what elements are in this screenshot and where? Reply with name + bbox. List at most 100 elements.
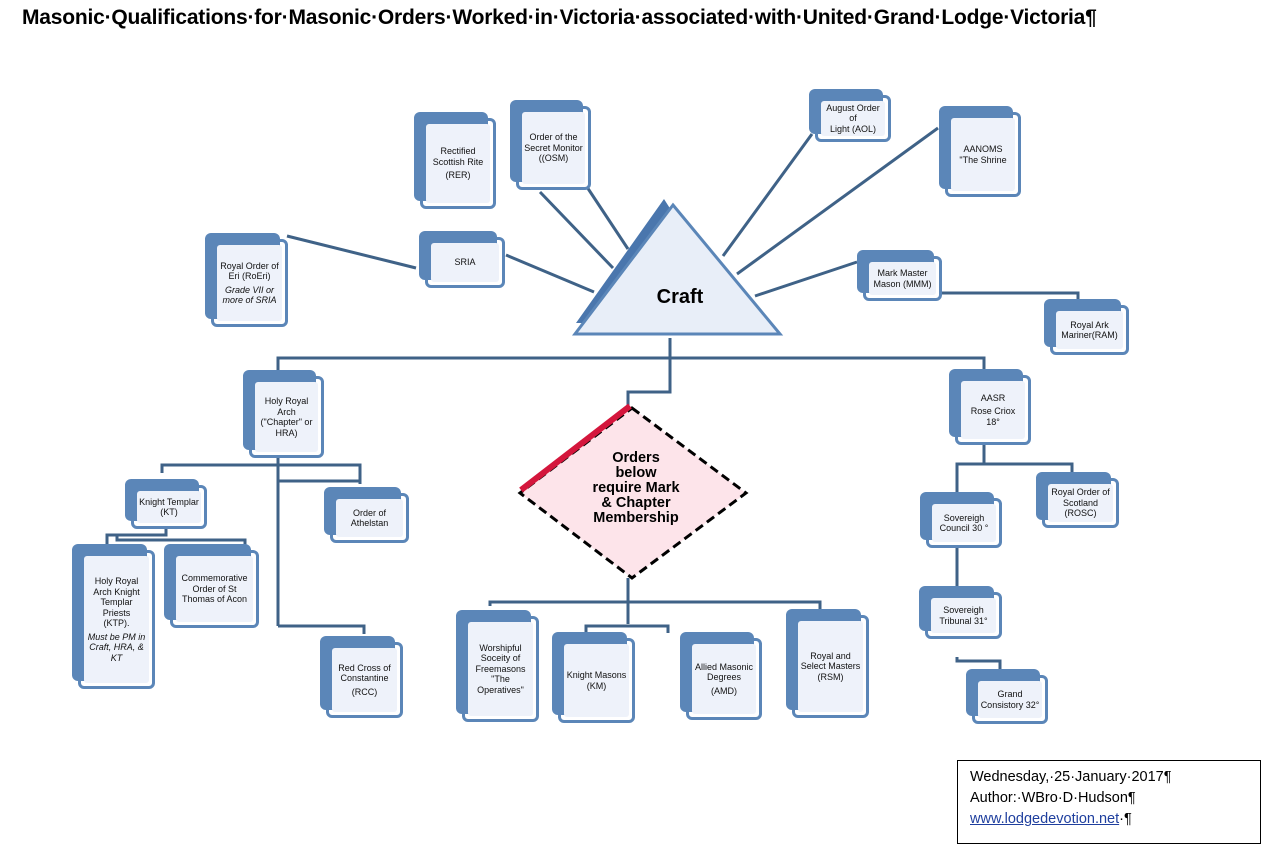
box-text-line: Royal Order of bbox=[1051, 487, 1110, 498]
box-text-line: Secret Monitor bbox=[524, 142, 583, 153]
footer-date: Wednesday,·25·January·2017¶ bbox=[970, 769, 1172, 785]
box-text-line: "The Shrine bbox=[959, 154, 1007, 165]
box-text-line: Craft, HRA, & bbox=[89, 642, 144, 652]
box-text-line: Red Cross of bbox=[338, 662, 391, 673]
box-text-line: Operatives" bbox=[477, 684, 524, 695]
box-text-line: Arch bbox=[277, 406, 296, 417]
box-text-line: AANOMS bbox=[963, 144, 1003, 154]
box-text-line: Order of bbox=[352, 507, 386, 518]
diamond-label: Orders below require Mark & Chapter Memb… bbox=[573, 451, 699, 526]
box-text-line: Holy Royal bbox=[94, 576, 139, 586]
box-text-line: Rose Criox 18° bbox=[970, 406, 1016, 427]
box-sria: SRIA bbox=[419, 231, 505, 288]
box-text-line: Thomas of Acon bbox=[181, 594, 248, 605]
box-text-line: Sovereigh bbox=[943, 512, 985, 523]
box-text-line: Grade VII or bbox=[224, 284, 275, 295]
box-text-line: Grand bbox=[997, 689, 1023, 699]
box-text-line: SRIA bbox=[454, 257, 476, 268]
box-text-line: Soceity of bbox=[480, 653, 521, 664]
box-text-line: Scottish Rite bbox=[432, 156, 484, 167]
box-text-line: ((OSM) bbox=[538, 153, 569, 164]
box-text-line: (KTP). bbox=[103, 618, 130, 628]
box-text-line: (KT) bbox=[160, 507, 178, 517]
craft-label: Craft bbox=[656, 286, 704, 308]
box-text-line: Rectified bbox=[440, 146, 476, 157]
box-text-line: Tribunal 31° bbox=[939, 615, 988, 626]
box-text-line: Sovereigh bbox=[943, 605, 984, 615]
box-text-line: Mariner(RAM) bbox=[1061, 330, 1118, 340]
box-text-line: (RSM) bbox=[817, 671, 844, 682]
box-text-line: Arch Knight bbox=[93, 586, 140, 597]
box-text-line: Consistory 32° bbox=[980, 699, 1040, 710]
diamond-line: & Chapter bbox=[601, 495, 671, 511]
box-text-line: Constantine bbox=[340, 673, 389, 684]
box-text-line: Athelstan bbox=[350, 518, 389, 528]
box-text-line: Order of the bbox=[529, 132, 578, 143]
box-text-line: Templar Priests bbox=[100, 597, 133, 618]
box-text-line: more of SRIA bbox=[222, 295, 277, 305]
footer-info-box: Wednesday,·25·January·2017¶ Author:·WBro… bbox=[957, 760, 1261, 844]
box-text-line: Knight Masons bbox=[566, 670, 627, 680]
box-text-line: Knight Templar bbox=[139, 496, 199, 507]
box-text-line: Light (AOL) bbox=[829, 123, 877, 134]
box-text-line: (ROSC) bbox=[1064, 508, 1097, 519]
box-text-line: Mason (MMM) bbox=[873, 278, 932, 289]
box-text-line: Royal and bbox=[810, 650, 851, 661]
box-text-line: August Order of bbox=[826, 102, 880, 124]
box-text-line: (RCC) bbox=[351, 686, 378, 697]
box-kt: Knight Templar(KT) bbox=[125, 479, 207, 529]
website-link[interactable]: www.lodgedevotion.net bbox=[970, 811, 1120, 827]
box-text-line: Mark Master bbox=[877, 268, 928, 278]
box-text-line: Royal Order of bbox=[220, 260, 279, 271]
box-text-line: Royal Ark bbox=[1070, 319, 1109, 330]
diamond-line: Membership bbox=[593, 510, 679, 526]
craft-triangle bbox=[571, 199, 784, 336]
box-text-line: (AMD) bbox=[711, 685, 737, 696]
box-text-line: Council 30 ° bbox=[939, 523, 989, 533]
box-text-line: Worshipful bbox=[479, 642, 522, 653]
connector-lines bbox=[105, 126, 1080, 670]
box-aanoms: AANOMS"The Shrine bbox=[939, 106, 1021, 197]
box-km: Knight Masons(KM) bbox=[552, 632, 635, 723]
box-text-line: ("Chapter" or bbox=[260, 417, 313, 427]
box-text-line: Order of St bbox=[192, 583, 237, 594]
box-text-line: Allied Masonic bbox=[694, 661, 754, 672]
diamond-line: Orders bbox=[612, 450, 660, 466]
box-text-line: "The bbox=[491, 674, 510, 685]
diamond-line: below bbox=[615, 465, 657, 481]
box-text-line: Commemorative bbox=[181, 573, 248, 584]
box-text-line: HRA) bbox=[275, 427, 298, 438]
requirement-diamond bbox=[517, 403, 749, 580]
box-text-line: Degrees bbox=[706, 672, 742, 683]
box-text-line: KT bbox=[110, 652, 123, 663]
box-text-line: Must be PM in bbox=[87, 631, 146, 642]
footer-link-tail: ·¶ bbox=[1119, 811, 1132, 827]
box-text-line: Freemasons bbox=[475, 663, 526, 674]
box-text-line: Holy Royal bbox=[264, 396, 309, 406]
box-text-line: (KM) bbox=[586, 680, 607, 691]
box-text-line: (RER) bbox=[445, 170, 471, 181]
footer-link-row: www.lodgedevotion.net·¶ bbox=[970, 809, 1248, 830]
box-text-line: Eri (RoEri) bbox=[228, 271, 271, 281]
page-title: Masonic·Qualifications·for·Masonic·Order… bbox=[22, 6, 1097, 29]
